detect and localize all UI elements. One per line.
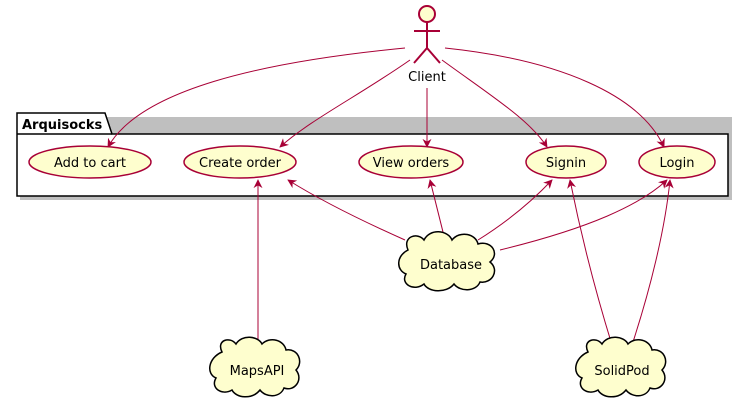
edge-client-login <box>444 47 665 148</box>
usecase-add-to-cart-label: Add to cart <box>54 156 126 171</box>
client-edges <box>107 47 665 148</box>
edge-database-signin <box>477 179 553 241</box>
usecase-add-to-cart[interactable]: Add to cart <box>28 145 152 179</box>
usecase-signin-label: Signin <box>546 156 586 171</box>
edge-client-signin <box>441 59 548 148</box>
edge-client-add-to-cart <box>107 47 406 148</box>
edge-solidpod-signin <box>567 179 613 346</box>
usecase-login[interactable]: Login <box>638 145 716 179</box>
cloud-solidpod[interactable]: SolidPod <box>575 336 667 398</box>
node-edges <box>253 179 674 348</box>
edge-database-view-orders <box>427 179 446 241</box>
usecase-create-order[interactable]: Create order <box>183 145 297 179</box>
usecase-view-orders-label: View orders <box>373 156 450 171</box>
usecase-view-orders[interactable]: View orders <box>358 145 464 179</box>
cloud-mapsapi-label: MapsAPI <box>230 364 285 379</box>
usecase-create-order-label: Create order <box>199 156 282 171</box>
usecase-signin[interactable]: Signin <box>525 145 607 179</box>
cloud-database-label: Database <box>420 258 482 273</box>
actor-label: Client <box>408 70 446 85</box>
edge-database-login <box>499 179 668 251</box>
actor-client[interactable]: Client <box>408 5 446 85</box>
cloud-database[interactable]: Database <box>398 231 496 292</box>
package-title: Arquisocks <box>22 118 103 133</box>
edge-database-create-order <box>287 179 406 241</box>
edge-solidpod-login <box>631 179 674 346</box>
cloud-solidpod-label: SolidPod <box>594 364 649 379</box>
usecase-login-label: Login <box>659 156 694 171</box>
edge-client-create-order <box>279 59 411 148</box>
cloud-mapsapi[interactable]: MapsAPI <box>209 336 301 398</box>
